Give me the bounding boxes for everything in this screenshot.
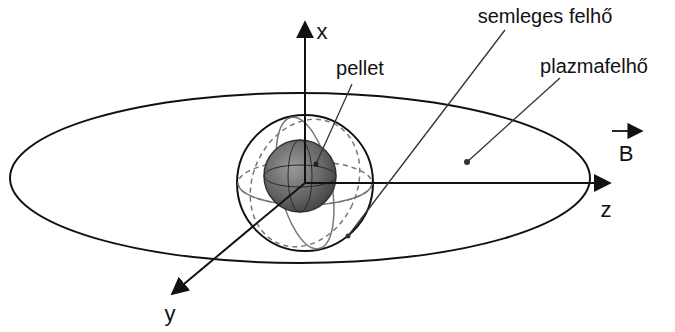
leader-dot [314,162,319,167]
leader-dot [346,234,351,239]
pellet-wireframe [264,140,336,212]
leader-dot [464,159,470,165]
callout-label: plazmafelhő [540,55,648,77]
axis-label: y [165,302,176,326]
axis-label: z [601,198,612,222]
callout-label: semleges felhő [478,5,613,27]
vector-label: B [619,142,634,166]
leader-lines [316,30,560,236]
pellet-sphere [264,140,336,212]
plasma-cloud [10,93,590,263]
vector-arrow [612,130,642,132]
callout-label: pellet [336,57,384,79]
axis-label: x [317,20,328,44]
